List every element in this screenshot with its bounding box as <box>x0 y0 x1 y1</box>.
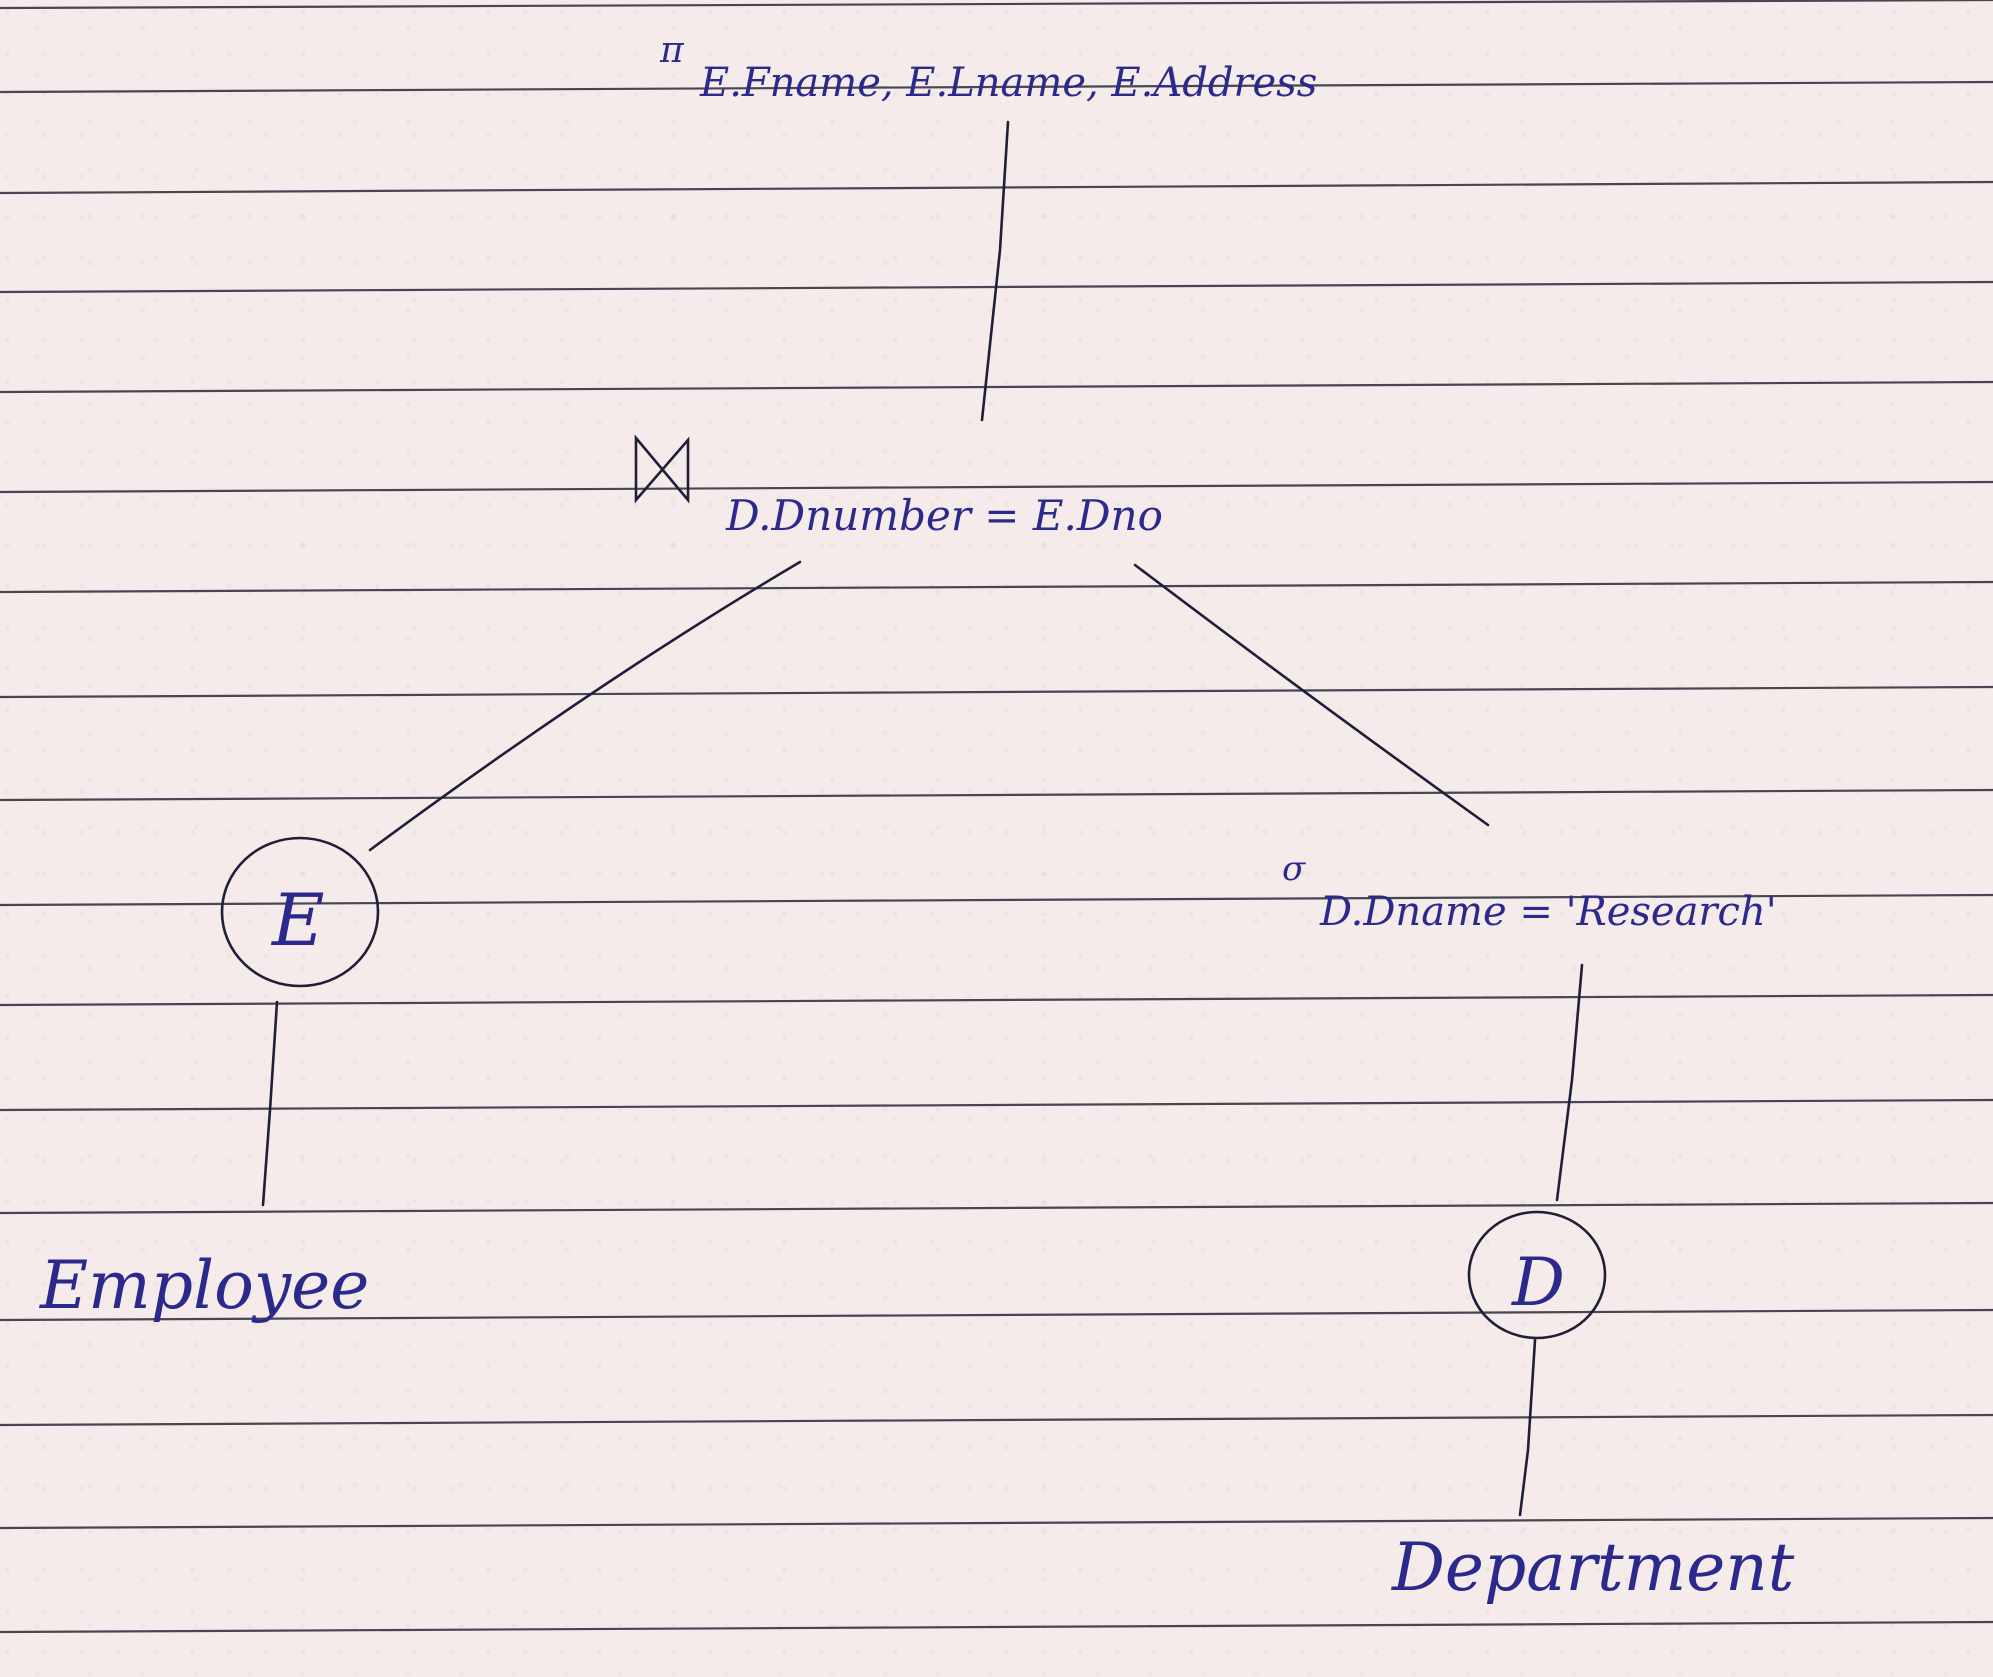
projection-attributes: E.Fname, E.Lname, E.Address <box>699 60 1317 106</box>
edge-alias-employee <box>261 1000 279 1207</box>
employee-relation-label: Employee <box>39 1247 369 1324</box>
join-node: D.Dnumber = E.Dno <box>634 434 1163 540</box>
employee-alias-node: E <box>220 836 380 988</box>
department-relation-label: Department <box>1391 1529 1795 1606</box>
selection-node: σ D.Dname = 'Research' <box>1282 849 1777 935</box>
edge-alias-department <box>1518 1338 1537 1517</box>
ruled-lines <box>0 0 1993 1634</box>
edge-join-employee <box>368 560 802 852</box>
department-alias-circle <box>1467 1210 1607 1340</box>
projection-symbol: π <box>659 30 685 71</box>
selection-symbol: σ <box>1282 849 1306 889</box>
join-condition: D.Dnumber = E.Dno <box>725 491 1163 540</box>
edge-selection-department <box>1555 963 1584 1202</box>
employee-alias-circle <box>220 836 380 988</box>
department-alias-label: D <box>1511 1244 1565 1321</box>
edge-projection-join <box>980 120 1010 422</box>
department-alias-node: D <box>1467 1210 1607 1340</box>
join-icon <box>634 434 690 504</box>
employee-alias-label: E <box>270 878 325 962</box>
edge-join-selection <box>1133 563 1490 827</box>
selection-condition: D.Dname = 'Research' <box>1319 889 1777 935</box>
projection-node: π E.Fname, E.Lname, E.Address <box>659 30 1317 106</box>
